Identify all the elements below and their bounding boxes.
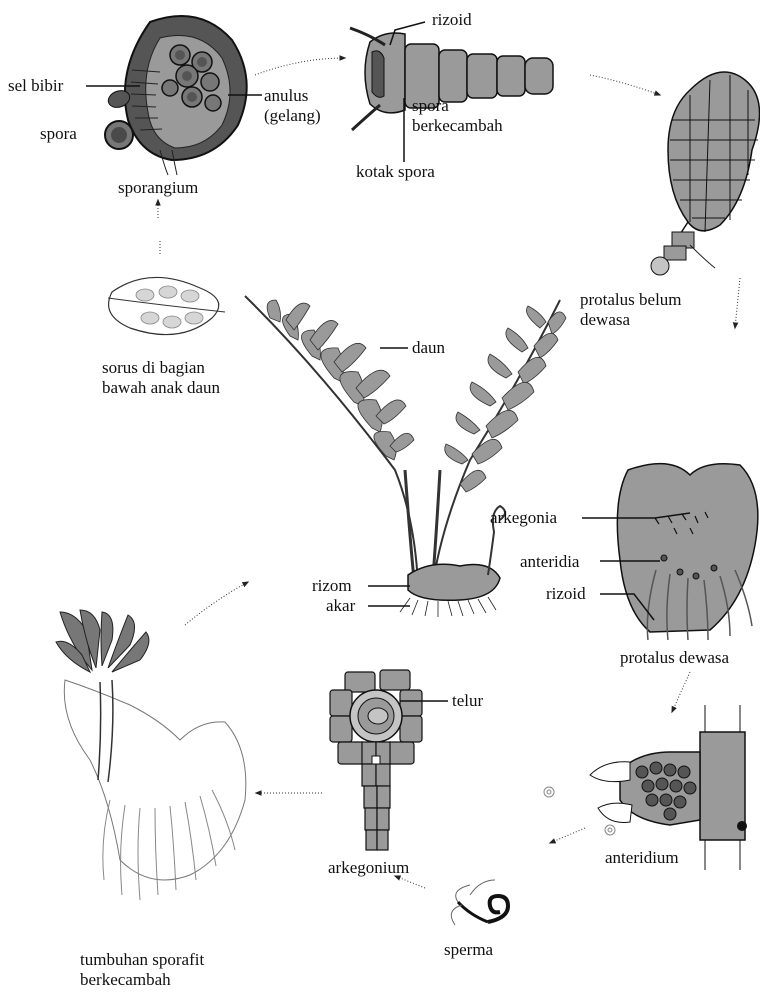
label-anteridia: anteridia [520,552,579,572]
label-kotak-spora: kotak spora [356,162,435,182]
label-tumbuhan-sporafit: tumbuhan sporafit berkecambah [80,950,204,990]
label-spora-berkecambah: spora berkecambah [412,96,503,136]
label-daun: daun [412,338,445,358]
sperm-drawing [451,880,508,925]
label-protalus-belum-dewasa: protalus belum dewasa [580,290,682,330]
label-akar: akar [326,596,355,616]
antheridium-drawing [544,705,747,870]
label-arkegonia: arkegonia [490,508,557,528]
label-sorus: sorus di bagian bawah anak daun [102,358,220,398]
sorus-leaflet-drawing [108,277,225,334]
label-spora: spora [40,124,77,144]
label-anteridium: anteridium [605,848,679,868]
arrow-sporophyte-to-fern [185,582,248,625]
fern-sporophyte-drawing [245,296,566,617]
label-telur: telur [452,691,483,711]
label-sporangium: sporangium [118,178,198,198]
mature-prothallus-drawing [617,464,758,640]
label-sel-bibir: sel bibir [8,76,63,96]
immature-prothallus-drawing [651,72,760,275]
label-anulus: anulus (gelang) [264,86,321,126]
label-protalus-dewasa: protalus dewasa [620,648,729,668]
label-rizoid-top: rizoid [432,10,472,30]
label-sperma: sperma [444,940,493,960]
label-arkegonium: arkegonium [328,858,409,878]
arrow-spore-to-immature-prothallus [590,75,660,95]
archegonium-drawing [330,670,422,850]
sporangium-drawing [105,16,247,175]
label-rizom: rizom [312,576,352,596]
arrow-prothallus-to-antheridium [672,672,690,712]
arrow-antheridium-to-sperm [550,828,585,843]
arrow-sporangium-to-germinating-spore [255,58,345,75]
label-rizoid-right: rizoid [546,584,586,604]
arrow-immature-to-mature-prothallus [735,278,740,328]
sporophyte-seedling-drawing [56,610,246,900]
